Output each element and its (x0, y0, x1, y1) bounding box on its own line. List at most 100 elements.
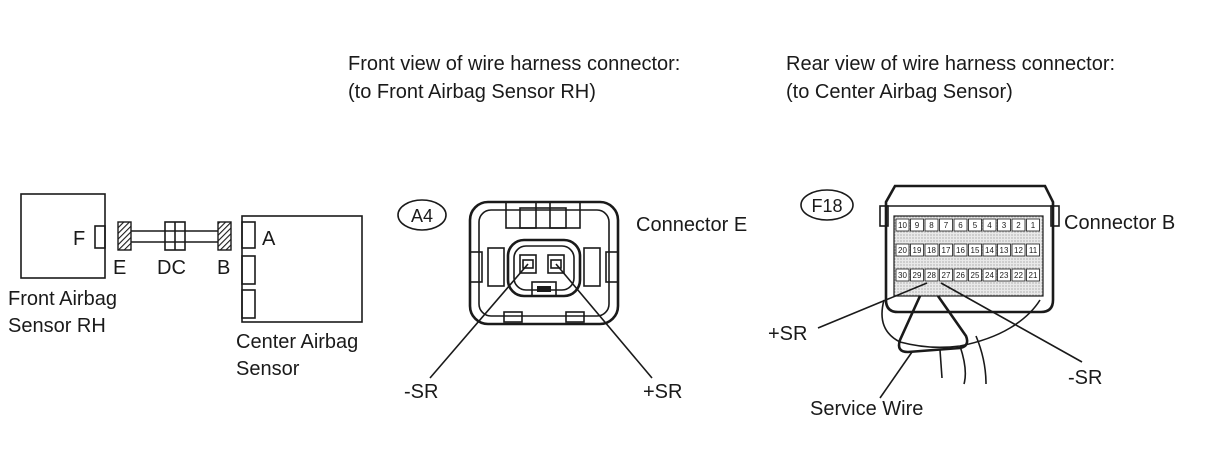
connector-e-title: Connector E (636, 214, 747, 236)
pin-number: 26 (956, 271, 965, 280)
pin-number: 10 (898, 221, 907, 230)
rear-view-heading-line2: (to Center Airbag Sensor) (786, 81, 1013, 103)
pin-cell (895, 218, 910, 232)
pin-cell (1026, 268, 1040, 282)
pin-cell (895, 243, 910, 257)
connector-code-badge (397, 199, 447, 231)
center-airbag-sensor-box (241, 215, 363, 323)
connector-code-badge (800, 189, 854, 221)
pin-cell (953, 218, 968, 232)
pin-number: 20 (898, 246, 907, 255)
connector-a-socket (241, 221, 256, 249)
front-sensor-label-line1: Front Airbag (8, 288, 117, 310)
center-sensor-label-line2: Sensor (236, 358, 300, 380)
pin-number: 23 (1000, 271, 1009, 280)
pin-number: 5 (973, 221, 978, 230)
connector-b-plug (217, 221, 232, 251)
rear-view-heading-line1: Rear view of wire harness connector: (786, 53, 1115, 75)
pin-number: 12 (1014, 246, 1023, 255)
pin-cell (997, 268, 1011, 282)
pin-cell (982, 268, 997, 282)
pin-cell (1011, 243, 1026, 257)
pin-number: 22 (1014, 271, 1023, 280)
pin-cell (1026, 243, 1040, 257)
pin-number: 4 (987, 221, 992, 230)
pin-number: 13 (1000, 246, 1009, 255)
pin-cell (997, 218, 1011, 232)
pin-number: 18 (927, 246, 936, 255)
connector-b-title: Connector B (1064, 212, 1175, 234)
pin-cell (939, 268, 953, 282)
pin-number: 15 (971, 246, 980, 255)
connector-e-code: A4 (411, 206, 433, 226)
plus-sr-leader (817, 282, 928, 329)
service-wire-label: Service Wire (810, 398, 923, 420)
pin-number: 6 (958, 221, 963, 230)
pin-number: 25 (971, 271, 980, 280)
pin-cell (910, 218, 924, 232)
connector-f-socket (94, 225, 106, 249)
pin-cell (997, 243, 1011, 257)
pin-cell (1011, 268, 1026, 282)
pin-cell (968, 243, 982, 257)
label-a: A (262, 228, 276, 250)
front-airbag-sensor-box (20, 193, 106, 279)
pin-number: 27 (942, 271, 951, 280)
label-f: F (73, 228, 85, 250)
pin-cell (1026, 218, 1040, 232)
pin-cell (924, 243, 939, 257)
pin-number: 1 (1031, 221, 1036, 230)
center-sensor-label-line1: Center Airbag (236, 331, 358, 353)
pin-cell (982, 243, 997, 257)
plus-sr-leader (555, 263, 653, 379)
connector-e-plus-sr: +SR (643, 381, 682, 403)
pin-cell (968, 218, 982, 232)
pin-number: 3 (1002, 221, 1007, 230)
system-diagram: F E DC B A Front Airbag Sensor RH Center… (8, 193, 363, 380)
pin-cell (953, 243, 968, 257)
pin-number: 29 (913, 271, 922, 280)
front-view-heading-line1: Front view of wire harness connector: (348, 53, 680, 75)
pin-number: 7 (944, 221, 949, 230)
pin-cell (924, 268, 939, 282)
connector-b-minus-sr: -SR (1068, 367, 1102, 389)
pin-number: 16 (956, 246, 965, 255)
pin-cell (910, 243, 924, 257)
pin-cell (939, 218, 953, 232)
minus-sr-leader (940, 282, 1083, 363)
connector-e-minus-sr: -SR (404, 381, 438, 403)
connector-e-plug (117, 221, 132, 251)
front-view-heading-line2: (to Front Airbag Sensor RH) (348, 81, 596, 103)
terminal-minus-sr (519, 254, 537, 274)
terminal-plus-sr (547, 254, 565, 274)
pin-number: 14 (985, 246, 994, 255)
pin-cell (1011, 218, 1026, 232)
pin-cell (968, 268, 982, 282)
pin-cell (982, 218, 997, 232)
pin-number: 19 (913, 246, 922, 255)
pin-cell (939, 243, 953, 257)
pin-number: 21 (1029, 271, 1038, 280)
label-e: E (113, 257, 126, 279)
pin-cell (910, 268, 924, 282)
pin-number: 28 (927, 271, 936, 280)
label-dc: DC (157, 257, 186, 279)
pin-number: 8 (929, 221, 934, 230)
front-sensor-label-line2: Sensor RH (8, 315, 106, 337)
pin-number: 24 (985, 271, 994, 280)
pin-number: 17 (942, 246, 951, 255)
pin-number: 2 (1016, 221, 1021, 230)
pin-cell (895, 268, 910, 282)
label-b: B (217, 257, 230, 279)
minus-sr-leader (429, 263, 529, 379)
pin-number: 9 (915, 221, 920, 230)
pin-cell (953, 268, 968, 282)
connector-b-plus-sr: +SR (768, 323, 807, 345)
connector-b-code: F18 (811, 196, 842, 216)
service-wire-leader (879, 351, 913, 399)
connector-b-body (884, 184, 1055, 314)
service-wire-loop (897, 295, 969, 354)
pin-number: 11 (1029, 246, 1038, 255)
pin-cell (924, 218, 939, 232)
